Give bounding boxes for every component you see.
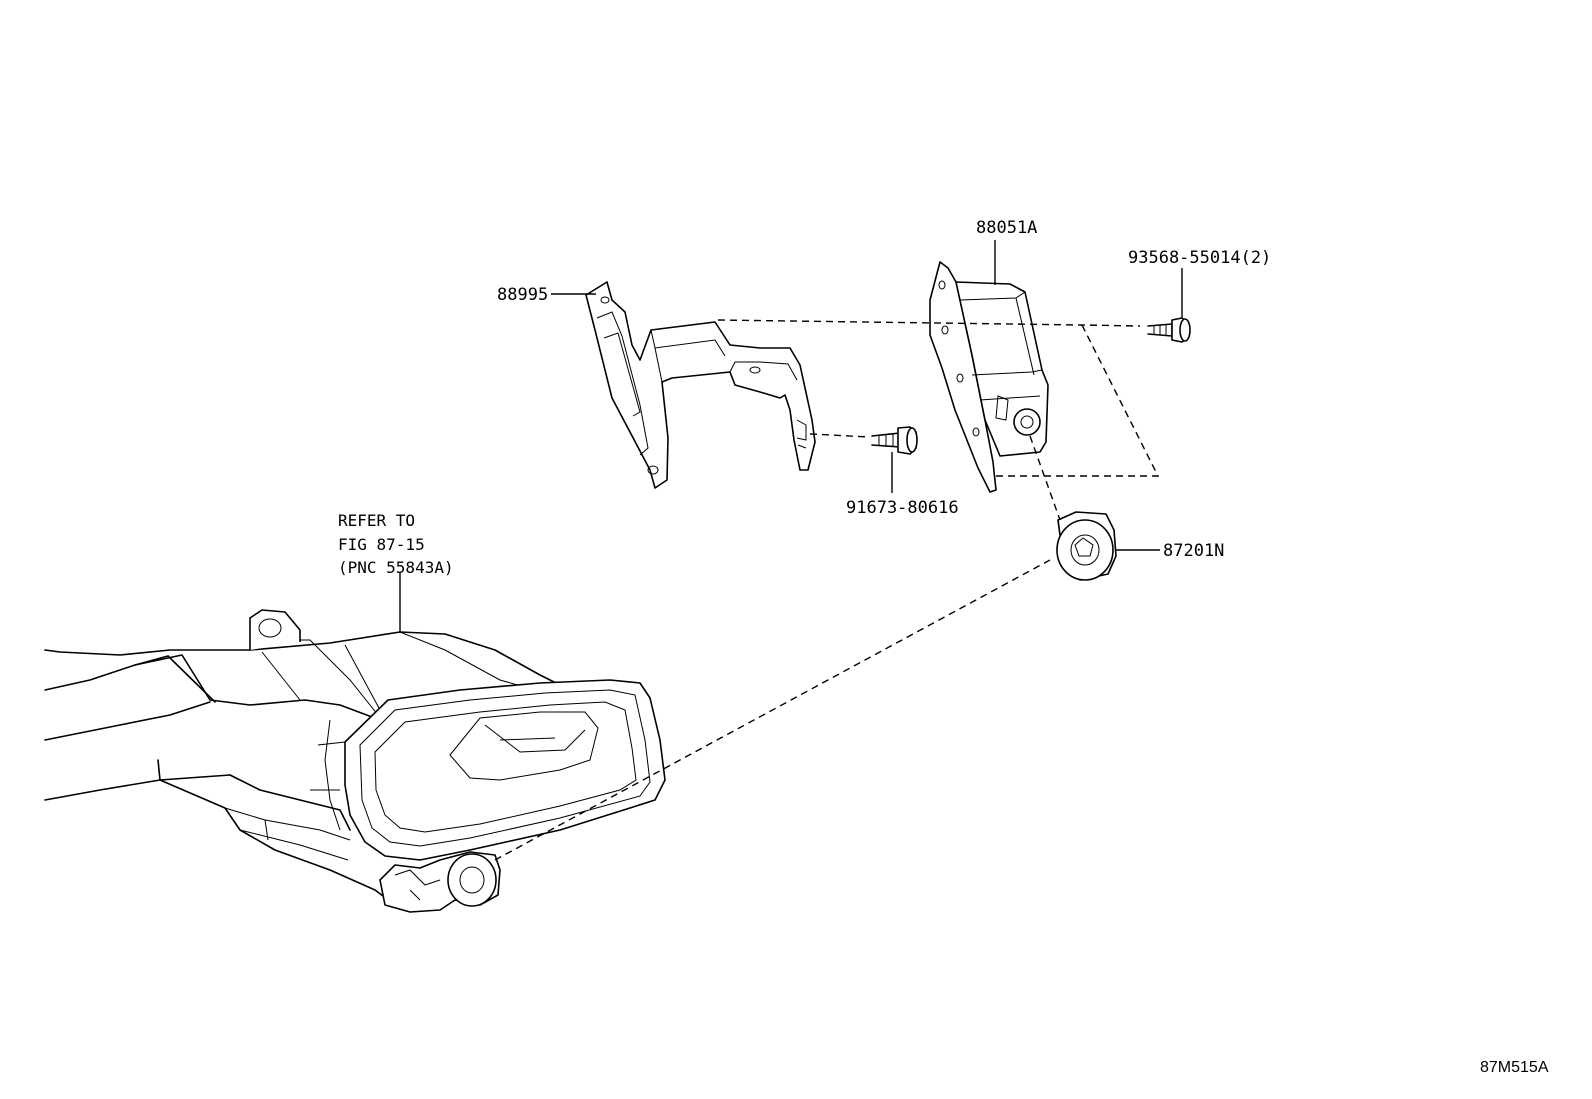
reference-note-line2: FIG 87-15	[338, 535, 425, 554]
leader-lines	[399, 240, 1183, 632]
assembly-lines	[494, 319, 1160, 861]
bolt-91673	[871, 426, 918, 455]
air-duct-assembly	[44, 609, 666, 913]
grommet-87201N	[1056, 511, 1117, 581]
screw-93568	[1147, 317, 1191, 343]
bracket-88995	[585, 281, 816, 489]
part-label-87201N: 87201N	[1163, 541, 1224, 561]
part-label-88995: 88995	[497, 285, 548, 305]
reference-note-line1: REFER TO	[338, 511, 415, 530]
part-label-88051A: 88051A	[976, 218, 1037, 238]
part-label-93568-55014: 93568-55014(2)	[1128, 248, 1271, 268]
reference-note-line3: (PNC 55843A)	[338, 558, 454, 577]
part-label-91673-80616: 91673-80616	[846, 498, 959, 518]
module-88051A	[929, 261, 1049, 493]
figure-code: 87M515A	[1480, 1059, 1549, 1076]
